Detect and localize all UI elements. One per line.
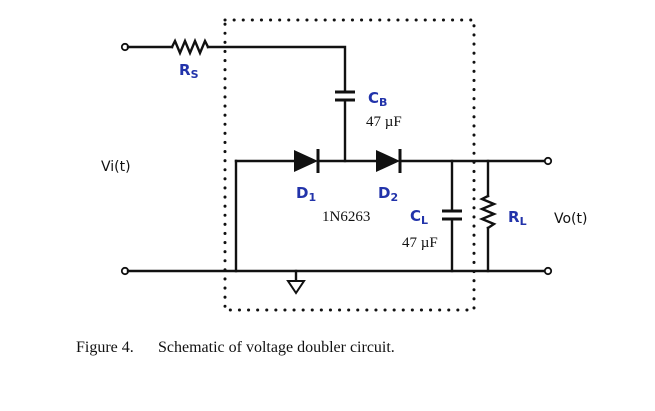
resistor-rs [170, 37, 210, 57]
cb-label: CB [368, 89, 387, 109]
diode-part-number: 1N6263 [322, 209, 370, 225]
figure-caption: Schematic of voltage doubler circuit. [158, 339, 395, 356]
rl-label: RL [508, 208, 527, 228]
output-terminal-top [543, 156, 553, 166]
resistor-rl [478, 194, 498, 230]
rs-label: RS [179, 61, 199, 81]
figure-number: Figure 4. [76, 339, 134, 356]
diode-d2-triangle [376, 150, 400, 172]
cb-value: 47 µF [366, 114, 402, 130]
d2-label: D2 [378, 184, 398, 204]
cl-label: CL [410, 207, 428, 227]
cl-value: 47 µF [402, 235, 438, 251]
output-terminal-bottom [543, 266, 553, 276]
enclosure-boundary [223, 18, 476, 312]
vo-label: Vo(t) [554, 211, 587, 227]
d1-label: D1 [296, 184, 316, 204]
diode-d1-triangle [294, 150, 318, 172]
wire-rs-to-cb [206, 45, 347, 92]
vi-label: Vi(t) [101, 159, 131, 175]
ground-icon [286, 280, 306, 295]
